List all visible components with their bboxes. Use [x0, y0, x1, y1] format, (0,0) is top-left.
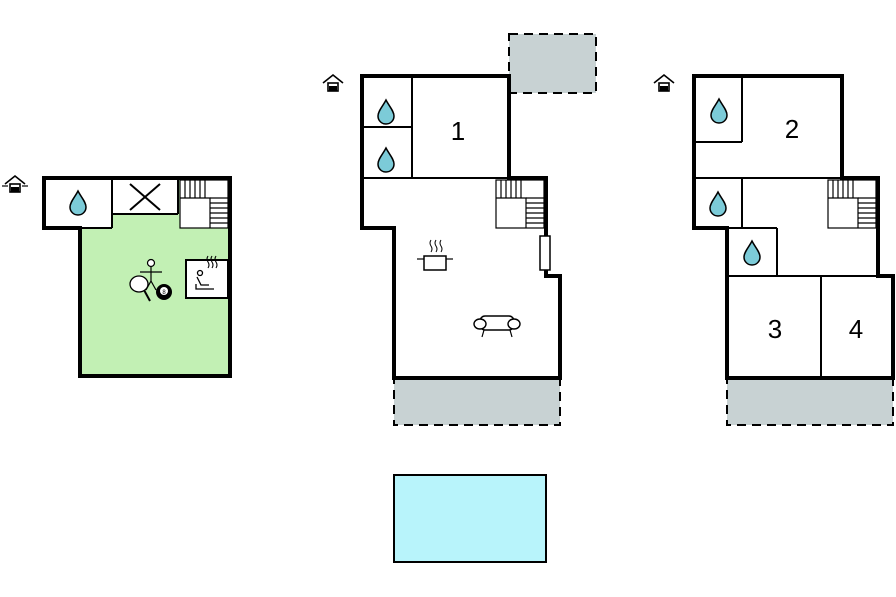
entrance-icon — [322, 74, 344, 92]
sauna-icon — [185, 255, 229, 299]
stairs-icon — [179, 179, 229, 229]
swimming-pool — [393, 474, 547, 563]
room-number-2: 2 — [785, 114, 799, 144]
billiard-ball-number: 8 — [162, 290, 166, 296]
table-tennis-icon — [129, 275, 151, 302]
bathroom-drop-icon — [743, 240, 761, 266]
entrance-icon — [4, 175, 26, 193]
room-number-3: 3 — [768, 314, 782, 344]
bathroom-drop-icon — [377, 147, 395, 173]
terrace-bottom-right — [726, 377, 894, 426]
terrace-bottom — [393, 377, 561, 426]
ground-floor-plan: 1 — [322, 33, 597, 426]
bathroom-drop-icon — [69, 190, 87, 216]
stairs-icon — [827, 179, 877, 229]
entrance-icon — [653, 74, 675, 92]
room-number-1: 1 — [451, 116, 465, 146]
billiards-icon: 8 — [156, 284, 172, 300]
basement-floor-plan: 8 — [2, 175, 232, 378]
terrace-top — [508, 33, 597, 94]
sofa-icon — [473, 315, 521, 338]
fireplace-icon — [539, 235, 551, 271]
bathroom-drop-icon — [709, 191, 727, 217]
bathroom-drop-icon — [377, 99, 395, 125]
kitchen-pot-icon — [417, 239, 453, 271]
storage-cross-icon — [129, 183, 161, 211]
bathroom-drop-icon — [710, 98, 728, 124]
upper-floor-plan: 2 3 4 — [653, 74, 895, 426]
stairs-icon — [495, 179, 545, 229]
room-number-4: 4 — [849, 314, 863, 344]
